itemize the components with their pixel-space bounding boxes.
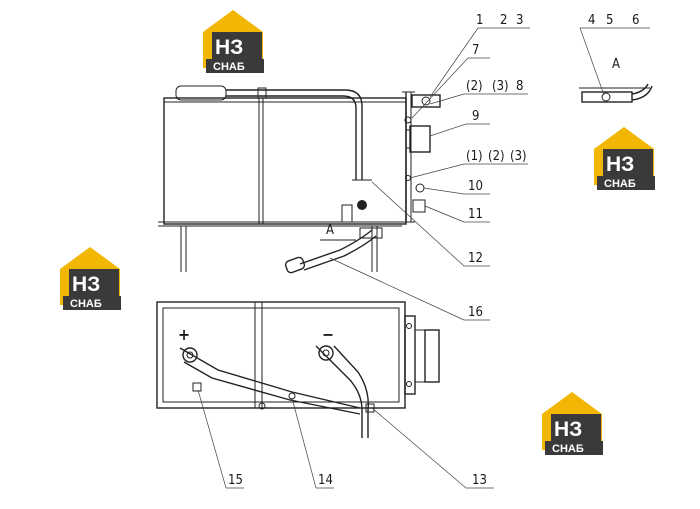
terminal-plus: + [178, 325, 190, 344]
lower-cable [299, 229, 373, 265]
logo-word: СНАБ [213, 61, 245, 73]
callout-1c: (1) [466, 149, 483, 164]
callout-5: 5 [606, 13, 613, 28]
battery-box-top [156, 301, 406, 409]
callout-6: 6 [632, 13, 639, 28]
logo-word: СНАБ [70, 298, 102, 310]
callout-14: 14 [318, 473, 333, 488]
callout-16: 16 [468, 305, 483, 320]
callout-2: 2 [500, 13, 507, 28]
callout-2b: (2) [466, 79, 483, 94]
callout-10: 10 [468, 179, 483, 194]
logo-letters: НЗ [606, 153, 634, 176]
terminal-minus: − [322, 325, 334, 344]
logo-left: НЗ СНАБ [60, 247, 121, 310]
logo-word: СНАБ [552, 443, 584, 455]
callout-7: 7 [472, 43, 479, 58]
callout-3c: (3) [510, 149, 527, 164]
callout-1: 1 [476, 13, 483, 28]
callout-11: 11 [468, 207, 483, 222]
callout-15: 15 [228, 473, 243, 488]
negative-cable [315, 345, 363, 438]
callout-3: 3 [516, 13, 523, 28]
callout-9: 9 [472, 109, 479, 124]
logo-top-left: НЗ СНАБ [203, 10, 264, 73]
side-view: A [158, 85, 441, 274]
logo-right: НЗ СНАБ [594, 127, 655, 190]
callout-4: 4 [588, 13, 595, 28]
switch-9 [409, 125, 431, 153]
callout-3b: (3) [492, 79, 509, 94]
top-view: + − [156, 301, 440, 438]
callout-12: 12 [468, 251, 483, 266]
positive-cable [179, 347, 361, 409]
detail-view-a: A [579, 57, 653, 103]
callout-2c: (2) [488, 149, 505, 164]
logo-letters: НЗ [215, 36, 243, 59]
logo-letters: НЗ [554, 418, 582, 441]
callouts: 1 2 3 4 5 6 7 (2) (3) 8 9 (1) (2) (3) 10… [228, 13, 639, 488]
leader-lines [197, 27, 650, 489]
callout-8: 8 [516, 79, 523, 94]
logo-word: СНАБ [604, 178, 636, 190]
logo-bottom-right: НЗ СНАБ [542, 392, 603, 455]
battery-box-side [163, 97, 407, 225]
callout-13: 13 [472, 473, 487, 488]
top-cable [226, 89, 363, 180]
logo-letters: НЗ [72, 273, 100, 296]
view-label-a: A [612, 57, 620, 72]
view-marker-a: A [326, 223, 334, 238]
